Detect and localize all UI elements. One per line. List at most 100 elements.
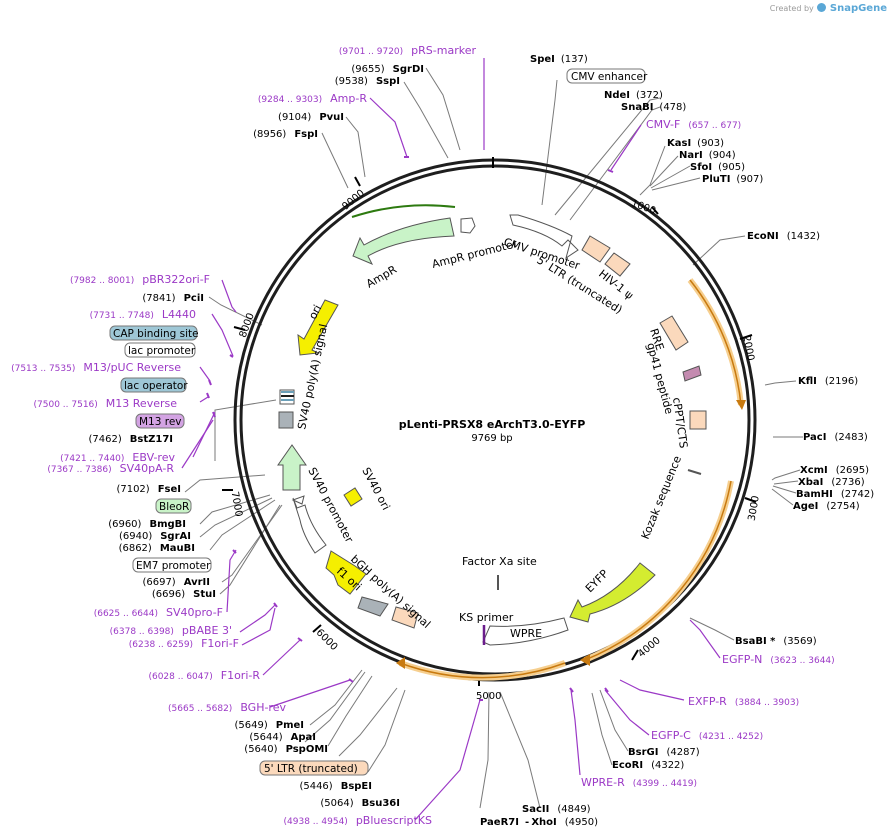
enzyme-bstZ17I: (7462)BstZ17I [88, 434, 173, 445]
credit: Created by SnapGene [770, 3, 887, 14]
credit-brand: SnapGene [829, 3, 887, 14]
enzyme-sacII: SacII(4849) [522, 804, 591, 815]
enzyme-ndeI: NdeI(372) [604, 90, 663, 101]
primer-lines [181, 58, 721, 821]
enzyme-ecoRI: EcoRI(4322) [612, 760, 684, 771]
primer-pbabe3: (6378 .. 6398)pBABE 3' [110, 624, 232, 637]
gp41-marker [682, 365, 702, 382]
eyfp-arrow [569, 562, 656, 623]
enzyme-xcmI: XcmI(2695) [800, 465, 869, 476]
box-em7-promoter: EM7 promoter [136, 560, 211, 572]
primer-f1ori-f: (6238 .. 6259)F1ori-F [129, 637, 239, 650]
bgh-box [391, 606, 419, 629]
primer-egfp-c: EGFP-C(4231 .. 4252) [651, 729, 763, 742]
primer-amp-r: (9284 .. 9303)Amp-R [258, 92, 367, 105]
tick-4000: 4000 [636, 635, 663, 660]
enzyme-sspI: (9538)SspI [335, 76, 400, 87]
ltr5-box [581, 235, 611, 263]
enzyme-kasI: KasI(903) [667, 138, 724, 149]
enzyme-apaI: (5644)ApaI [249, 732, 316, 743]
primer-labels: (9701 .. 9720)pRS-marker (9284 .. 9303)A… [11, 44, 835, 827]
tick-3000: 3000 [747, 495, 762, 522]
ampr-promoter-arrow [460, 217, 476, 234]
enzyme-mauBI: (6862)MauBI [119, 543, 195, 554]
enzyme-kflI: KflI(2196) [798, 376, 858, 387]
box-m13-rev: M13 rev [139, 416, 182, 428]
credit-text: Created by [769, 4, 814, 13]
label-bgh: bGH poly(A) signal [348, 553, 433, 631]
primer-bgh-rev: (5665 .. 5682)BGH-rev [168, 701, 286, 714]
primer-egfp-n: EGFP-N(3623 .. 3644) [722, 653, 835, 666]
plasmid-title: pLenti-PRSX8 eArchT3.0-EYFP [399, 418, 586, 431]
gray-box-left [278, 411, 294, 429]
enzyme-labels: SpeI(137) NdeI(372) SnaBI(478) KasI(903)… [480, 54, 874, 828]
label-kozak: Kozak sequence [639, 454, 684, 541]
cppt-box [689, 410, 707, 430]
box-lac-operator: lac operator [124, 380, 188, 392]
enzyme-speI: SpeI(137) [530, 54, 588, 65]
sv40-polya-arrow [277, 444, 307, 491]
primer-sv40pa-r: (7367 .. 7386)SV40pA-R [47, 462, 174, 475]
primer-f1ori-r: (6028 .. 6047)F1ori-R [148, 669, 260, 682]
enzyme-bamHI: BamHI(2742) [796, 489, 874, 500]
label-sv40-ori: SV40 ori [359, 465, 392, 512]
label-factor-xa: Factor Xa site [462, 555, 537, 568]
box-cap-binding: CAP binding site [113, 328, 199, 340]
enzyme-sfoI: SfoI(905) [690, 162, 745, 173]
sv40-small-arrow [291, 495, 305, 505]
enzyme-ecoNI: EcoNI(1432) [747, 231, 820, 242]
label-wpre: WPRE [510, 627, 542, 640]
cmv-promoter-arrow [509, 214, 579, 260]
enzyme-bsu36I: (5064)Bsu36I [320, 798, 400, 809]
enzyme-narI: NarI(904) [679, 150, 736, 161]
primer-m13-puc: (7513 .. 7535)M13/pUC Reverse [11, 361, 181, 374]
enzyme-paeR7I-xhoI: PaeR7I-XhoI(4950) [480, 817, 598, 828]
enzyme-avrII: (6697)AvrII [142, 577, 210, 588]
enzyme-ageI: AgeI(2754) [793, 501, 860, 512]
primer-pbr322ori-f: (7982 .. 8001)pBR322ori-F [70, 273, 210, 286]
box-lac-promoter: lac promoter [128, 345, 196, 357]
primer-m13-reverse: (7500 .. 7516)M13 Reverse [34, 397, 178, 410]
enzyme-bspEI: (5446)BspEI [299, 781, 372, 792]
tick-6000: 6000 [314, 627, 340, 653]
feature-arrowheads [396, 400, 746, 669]
enzyme-bsrGI: BsrGI(4287) [628, 747, 700, 758]
snapgene-logo-icon [817, 3, 827, 12]
label-ampr: AmpR [364, 263, 399, 291]
label-ori: ori [306, 303, 324, 322]
box-ltr5-bottom: 5' LTR (truncated) [264, 763, 358, 775]
enzyme-pspOMI: (5640)PspOMI [244, 744, 328, 755]
plasmid-size: 9769 bp [471, 433, 512, 444]
label-cppt: cPPT/CTS [670, 397, 690, 449]
enzyme-xbaI: XbaI(2736) [798, 477, 865, 488]
primer-markers [206, 156, 614, 701]
enzyme-labels-left: (5064)Bsu36I (5446)BspEI (5640)PspOMI (5… [88, 64, 424, 809]
wpre-arrow [482, 617, 569, 646]
primer-cmv-f: CMV-F(657 .. 677) [646, 118, 741, 131]
ampr-arrow [352, 217, 455, 265]
enzyme-pciI: (7841)PciI [142, 293, 204, 304]
sv40-promoter-arrow [292, 497, 327, 554]
enzyme-fseI: (7102)FseI [116, 484, 181, 495]
backbone-inner [239, 164, 751, 676]
features [277, 214, 707, 646]
tick-5000: 5000 [476, 691, 501, 702]
primer-pbluescriptks: (4938 .. 4954)pBluescriptKS [284, 814, 432, 827]
label-ampr-promoter: AmpR promoter [431, 237, 519, 271]
primer-wpre-r: WPRE-R(4399 .. 4419) [581, 776, 697, 789]
ori-arrow [297, 299, 339, 356]
feature-arcs [351, 204, 744, 681]
rre-box [659, 315, 689, 351]
box-bleor: BleoR [159, 501, 189, 513]
site-lines [184, 67, 803, 809]
enzyme-pacI: PacI(2483) [803, 432, 868, 443]
hiv1-box [604, 252, 631, 277]
box-cmv-enhancer: CMV enhancer [571, 71, 648, 83]
boxed-labels: CMV enhancer CAP binding site lac promot… [109, 68, 648, 776]
enzyme-pvuI: (9104)PvuI [278, 112, 344, 123]
enzyme-pluTI: PluTI(907) [702, 174, 763, 185]
primer-ebv-rev: (7421 .. 7440)EBV-rev [60, 451, 175, 464]
enzyme-pmeI: (5649)PmeI [234, 720, 304, 731]
primer-sv40pro-f: (6625 .. 6644)SV40pro-F [94, 606, 223, 619]
